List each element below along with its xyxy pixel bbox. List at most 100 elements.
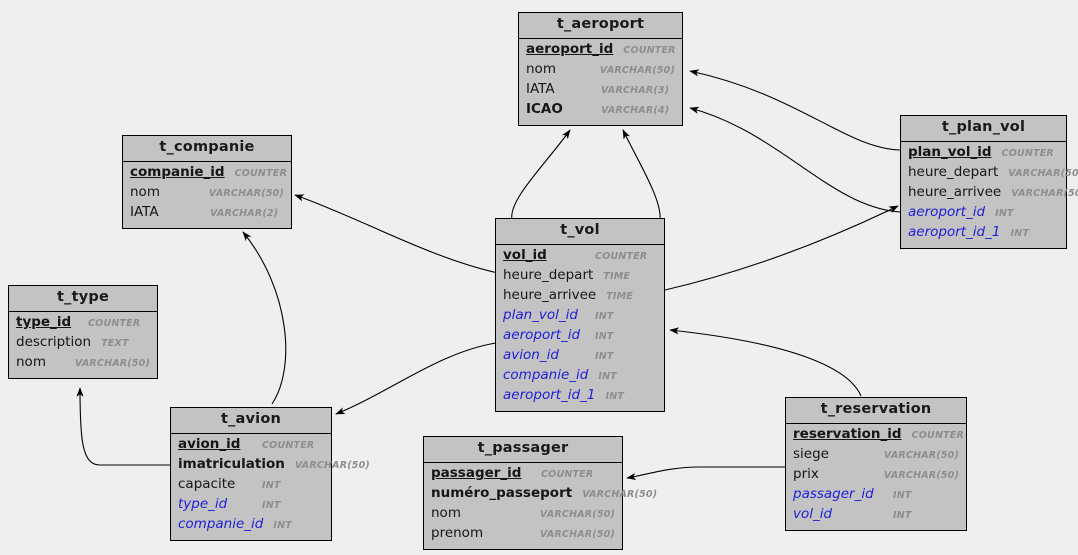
field-type: INT bbox=[595, 330, 614, 342]
edge-planvol-aeroport-1 bbox=[689, 106, 901, 213]
field-name: avion_id bbox=[178, 435, 241, 452]
field-type: VARCHAR(50) bbox=[599, 64, 675, 76]
entity-title-t_type: t_type bbox=[9, 286, 157, 312]
field-name: passager_id bbox=[431, 464, 522, 481]
field-row[interactable]: heure_arrivee TIME bbox=[496, 287, 664, 307]
field-name: companie_id bbox=[178, 515, 264, 532]
field-name: passager_id bbox=[793, 485, 874, 502]
field-row[interactable]: nom VARCHAR(50) bbox=[519, 61, 682, 81]
field-name: vol_id bbox=[503, 246, 547, 263]
field-row[interactable]: vol_id INT bbox=[786, 506, 966, 526]
field-name: capacite bbox=[178, 475, 236, 492]
field-name: plan_vol_id bbox=[503, 306, 578, 323]
field-type: VARCHAR(50) bbox=[1011, 187, 1078, 199]
field-row[interactable]: nom VARCHAR(50) bbox=[123, 184, 291, 204]
edge-vol-aeroport-1 bbox=[622, 129, 661, 221]
field-row[interactable]: heure_depart TIME bbox=[496, 267, 664, 287]
field-row[interactable]: heure_arrivee VARCHAR(50) bbox=[901, 183, 1078, 204]
field-name: heure_depart bbox=[908, 163, 999, 180]
field-name: vol_id bbox=[793, 505, 833, 522]
field-type: INT bbox=[598, 370, 617, 382]
field-type: VARCHAR(50) bbox=[539, 528, 615, 540]
edge-vol-aeroport bbox=[511, 129, 571, 221]
field-type: COUNTER bbox=[234, 167, 287, 179]
field-row[interactable]: avion_id COUNTER bbox=[171, 436, 331, 456]
field-name: siege bbox=[793, 445, 829, 462]
entity-title-t_vol: t_vol bbox=[496, 219, 664, 245]
field-name: nom bbox=[526, 60, 556, 77]
field-name: nom bbox=[130, 183, 160, 200]
field-type: INT bbox=[605, 390, 625, 402]
field-name: companie_id bbox=[130, 163, 225, 180]
field-name: reservation_id bbox=[793, 425, 902, 442]
edge-reservation-passager bbox=[626, 466, 785, 481]
field-type: INT bbox=[595, 310, 614, 322]
field-name: heure_depart bbox=[503, 266, 594, 283]
field-row[interactable]: companie_id INT bbox=[171, 516, 331, 536]
entity-title-t_avion: t_avion bbox=[171, 408, 331, 434]
field-name: aeroport_id_1 bbox=[908, 223, 1001, 240]
edge-avion-companie bbox=[242, 231, 287, 405]
field-name: IATA bbox=[130, 203, 159, 220]
field-type: VARCHAR(50) bbox=[208, 187, 284, 199]
field-row[interactable]: passager_id INT bbox=[786, 486, 966, 506]
field-type: VARCHAR(50) bbox=[883, 469, 959, 481]
field-name: heure_arrivee bbox=[908, 183, 1002, 200]
field-row[interactable]: companie_id COUNTER bbox=[123, 164, 291, 184]
field-name: heure_arrivee bbox=[503, 286, 597, 303]
edge-vol-planvol bbox=[664, 205, 899, 291]
field-type: COUNTER bbox=[541, 468, 594, 480]
field-type: COUNTER bbox=[262, 439, 315, 451]
field-type: INT bbox=[273, 519, 292, 531]
field-type: INT bbox=[893, 509, 912, 521]
edge-planvol-aeroport bbox=[689, 69, 901, 151]
field-row[interactable]: plan_vol_id INT bbox=[496, 307, 664, 327]
field-name: description bbox=[16, 333, 92, 350]
field-type: TIME bbox=[603, 270, 631, 282]
edge-reservation-vol bbox=[669, 327, 862, 397]
edge-vol-companie bbox=[294, 194, 499, 274]
field-row[interactable]: passager_id COUNTER bbox=[424, 465, 622, 485]
entity-title-t_aeroport: t_aeroport bbox=[519, 13, 682, 39]
field-type: VARCHAR(50) bbox=[582, 488, 658, 500]
field-type: INT bbox=[893, 489, 912, 501]
field-type: TIME bbox=[606, 290, 633, 302]
